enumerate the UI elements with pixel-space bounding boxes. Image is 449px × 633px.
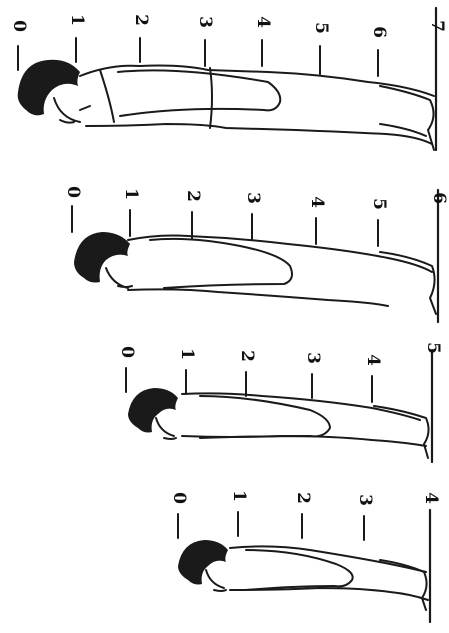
scale-label-figure-1-3: 3 xyxy=(355,494,375,506)
scale-label-figure-4-1: 1 xyxy=(67,14,87,26)
scale-label-figure-3-5: 5 xyxy=(369,198,389,210)
scale-label-figure-4-6: 6 xyxy=(369,26,389,38)
scale-label-figure-3-3: 3 xyxy=(243,192,263,204)
scale-label-figure-4-4: 4 xyxy=(253,16,273,28)
scale-label-figure-1-2: 2 xyxy=(293,492,313,504)
scale-label-figure-3-2: 2 xyxy=(183,190,203,202)
scale-label-figure-2-3: 3 xyxy=(303,352,323,364)
scale-label-figure-4-3: 3 xyxy=(195,16,215,28)
child-figure-1: 0 1 2 3 4 xyxy=(169,490,441,622)
child-figure-2: 0 1 2 3 4 5 xyxy=(117,342,443,462)
child-figure-4: 0 1 2 3 4 5 6 7 xyxy=(9,8,447,150)
scale-label-figure-2-2: 2 xyxy=(237,350,257,362)
child-figure-3: 0 1 2 3 4 5 6 xyxy=(63,186,449,322)
scale-label-figure-3-1: 1 xyxy=(121,188,141,200)
scale-label-figure-2-4: 4 xyxy=(363,354,383,366)
scale-label-figure-2-0: 0 xyxy=(117,346,137,358)
scale-label-figure-3-0: 0 xyxy=(63,186,83,198)
scale-label-figure-4-0: 0 xyxy=(9,20,29,32)
scale-label-figure-4-7: 7 xyxy=(427,20,447,32)
scale-label-figure-1-0: 0 xyxy=(169,492,189,504)
scale-label-figure-1-4: 4 xyxy=(421,492,441,504)
scale-label-figure-3-4: 4 xyxy=(307,196,327,208)
scale-label-figure-4-2: 2 xyxy=(131,14,151,26)
scale-label-figure-2-5: 5 xyxy=(423,342,443,354)
scale-label-figure-2-1: 1 xyxy=(177,348,197,360)
scale-label-figure-4-5: 5 xyxy=(311,22,331,34)
scale-label-figure-1-1: 1 xyxy=(229,490,249,502)
scale-label-figure-3-6: 6 xyxy=(429,192,449,204)
